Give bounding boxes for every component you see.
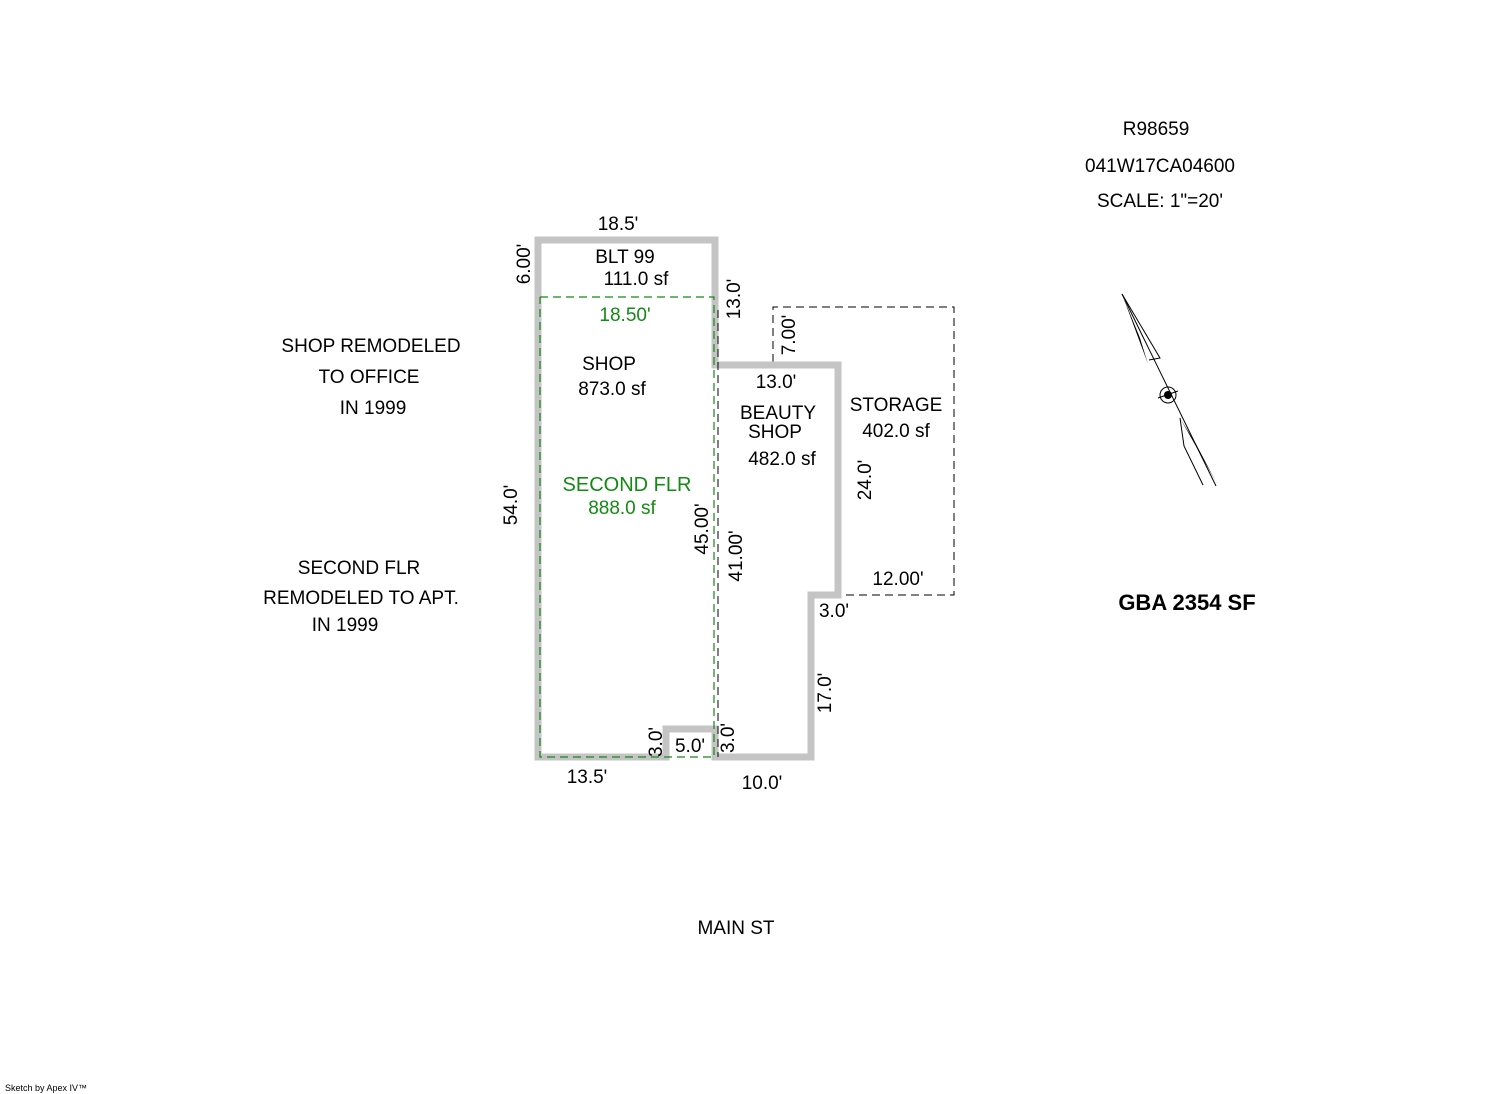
footer-credit: Sketch by Apex IV™ xyxy=(5,1083,87,1093)
beauty-shop-area: 482.0 sf xyxy=(748,449,816,470)
dim-right-upper: 13.0' xyxy=(724,279,745,320)
street-name: MAIN ST xyxy=(697,918,774,939)
dim-blt-top: 18.5' xyxy=(598,214,639,235)
building-walls xyxy=(534,236,842,761)
north-arrow-icon xyxy=(1121,293,1217,487)
map-tax-lot: 041W17CA04600 xyxy=(1085,156,1235,177)
scale-label: SCALE: 1"=20' xyxy=(1097,191,1223,212)
dim-beauty-top: 13.0' xyxy=(756,372,797,393)
storage-area: 402.0 sf xyxy=(862,421,930,442)
shop-note-line-1: SHOP REMODELED xyxy=(281,336,460,357)
parcel-id: R98659 xyxy=(1123,119,1190,140)
dim-blt-left: 6.00' xyxy=(514,244,535,285)
dim-storage-left: 24.0' xyxy=(855,460,876,501)
storage-name: STORAGE xyxy=(850,395,943,416)
dim-bottom-right: 10.0' xyxy=(742,773,783,794)
dim-storage-bottom: 12.00' xyxy=(872,569,923,590)
dim-beauty-left: 41.00' xyxy=(726,530,747,581)
dim-notch-width: 5.0' xyxy=(675,736,705,757)
dim-left-main: 54.0' xyxy=(501,485,522,526)
shop-name: SHOP xyxy=(582,354,636,375)
beauty-shop-name-2: SHOP xyxy=(748,422,802,443)
storage-outline xyxy=(772,306,955,596)
dim-second-floor-top: 18.50' xyxy=(599,305,650,326)
dim-notch-left: 3.0' xyxy=(646,727,667,757)
blt99-name: BLT 99 xyxy=(595,247,655,268)
dim-storage-top-left: 7.00' xyxy=(779,315,800,356)
gba-total: GBA 2354 SF xyxy=(1118,590,1255,615)
shop-note-line-2: TO OFFICE xyxy=(319,367,420,388)
dim-beauty-step: 3.0' xyxy=(819,601,849,622)
dim-bottom-left: 13.5' xyxy=(567,767,608,788)
shop-area: 873.0 sf xyxy=(578,379,646,400)
dim-beauty-right-lower: 17.0' xyxy=(815,673,836,714)
dim-second-floor-right: 45.00' xyxy=(692,503,713,554)
second-floor-name: SECOND FLR xyxy=(563,474,692,496)
dim-notch-right: 3.0' xyxy=(718,723,739,753)
shop-note-line-3: IN 1999 xyxy=(340,398,407,419)
beauty-shop-name-1: BEAUTY xyxy=(740,403,816,424)
second-floor-note-line-2: REMODELED TO APT. xyxy=(263,588,459,609)
second-floor-area: 888.0 sf xyxy=(588,498,656,519)
blt99-area: 111.0 sf xyxy=(604,269,670,290)
second-floor-note-line-3: IN 1999 xyxy=(312,615,379,636)
second-floor-note-line-1: SECOND FLR xyxy=(298,558,420,579)
